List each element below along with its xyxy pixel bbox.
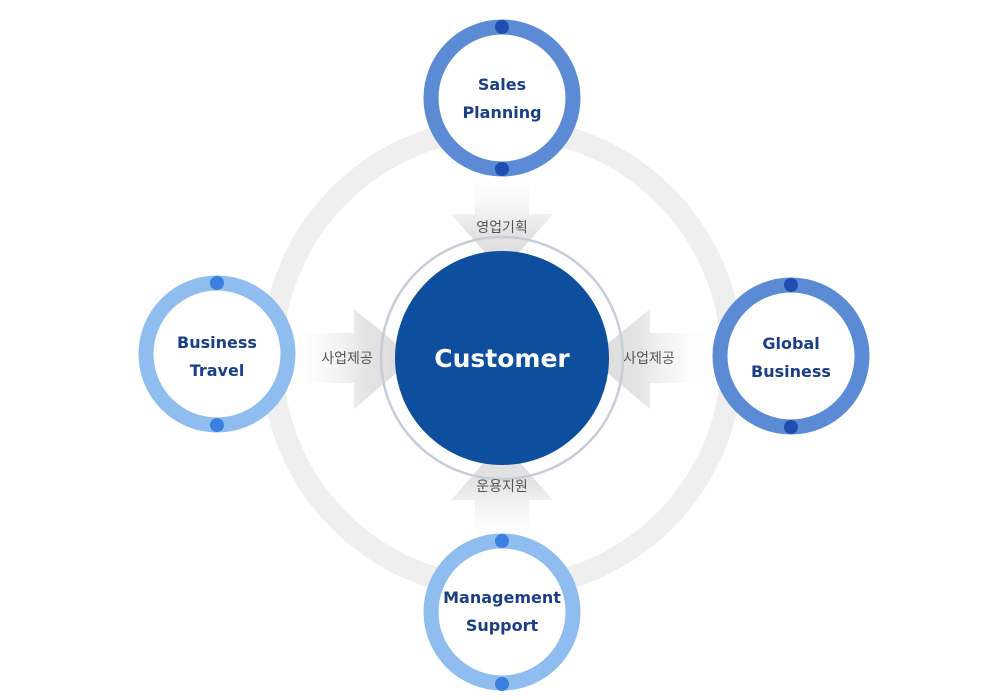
node-label-line2: Planning	[462, 103, 541, 122]
node-dot-bottom	[210, 418, 224, 432]
node-global-business: Global Business	[712, 277, 870, 435]
node-label-line2: Support	[466, 616, 539, 635]
center-label: Customer	[434, 344, 570, 373]
node-label-line1: Management	[443, 588, 561, 607]
arrow-bottom	[451, 442, 553, 545]
node-ring	[138, 275, 296, 433]
node-business-travel: Business Travel	[138, 275, 296, 433]
node-dot-top	[210, 276, 224, 290]
node-ring	[423, 19, 581, 177]
node-dot-bottom	[495, 162, 509, 176]
arrow-top	[451, 172, 553, 272]
node-label-line2: Travel	[190, 361, 245, 380]
node-dot-bottom	[495, 677, 509, 691]
node-label-line2: Business	[751, 362, 831, 381]
node-label-line1: Global	[762, 334, 819, 353]
node-label-line1: Business	[177, 333, 257, 352]
node-dot-bottom	[784, 420, 798, 434]
center-circle	[395, 251, 609, 465]
node-management-support: Management Support	[423, 533, 581, 691]
node-sales-planning: Sales Planning	[423, 19, 581, 177]
arrow-label-bottom: 운용지원	[476, 479, 528, 495]
node-dot-top	[495, 534, 509, 548]
arrow-label-right: 사업제공	[623, 351, 675, 367]
node-ring	[712, 277, 870, 435]
arrow-label-left: 사업제공	[321, 351, 373, 367]
node-label-line1: Sales	[478, 75, 526, 94]
center-outline	[379, 235, 625, 481]
node-dot-top	[784, 278, 798, 292]
arrow-label-top: 영업기획	[476, 220, 528, 236]
node-ring	[423, 533, 581, 691]
node-dot-top	[495, 20, 509, 34]
